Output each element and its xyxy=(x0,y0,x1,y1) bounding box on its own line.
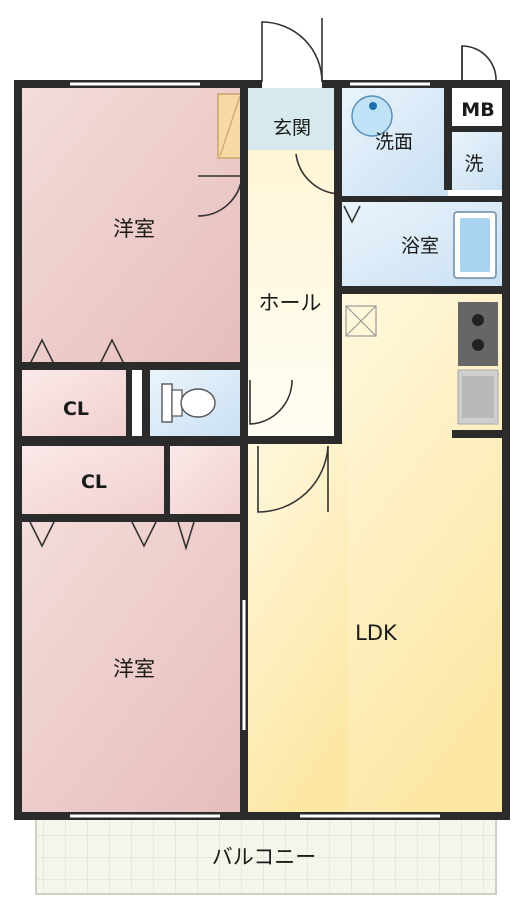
closet-bottom xyxy=(22,446,164,514)
closet-top-door-icon xyxy=(29,338,125,365)
bath-door-icon xyxy=(343,205,361,224)
hall xyxy=(248,150,338,440)
balcony-label: バルコニー xyxy=(212,845,317,869)
washroom-door-icon xyxy=(295,153,341,195)
closet-top-label: CL xyxy=(63,398,89,420)
stove-icon xyxy=(458,302,498,366)
toilet-bowl-icon xyxy=(180,388,216,418)
closet-bottom-door-icon xyxy=(29,521,157,548)
bathroom-label: 浴室 xyxy=(401,235,439,257)
storage-door-icon xyxy=(177,521,195,551)
western-room-top-label: 洋室 xyxy=(113,217,155,241)
washer-label: 洗 xyxy=(464,153,483,175)
washbasin-icon xyxy=(351,95,393,137)
closet-top xyxy=(22,370,130,436)
ldk-door-icon xyxy=(257,445,329,513)
entrance-door-icon xyxy=(261,21,323,83)
entrance xyxy=(248,88,338,150)
storage-small xyxy=(170,446,244,514)
western-room-bottom xyxy=(22,518,244,814)
balcony xyxy=(35,817,497,895)
hall-label: ホール xyxy=(259,291,322,315)
western-room-top xyxy=(22,88,244,366)
entrance-label: 玄関 xyxy=(273,117,311,139)
mb-door-icon xyxy=(461,45,497,83)
ldk-label: LDK xyxy=(355,621,398,645)
toilet-tank-icon xyxy=(161,383,173,423)
ventilation-icon xyxy=(345,305,377,337)
toilet-door-icon xyxy=(249,379,293,425)
washer-area xyxy=(448,132,504,190)
ldk-lower xyxy=(248,440,348,814)
meter-box-label: MB xyxy=(461,99,494,121)
western-room-bottom-label: 洋室 xyxy=(113,657,155,681)
washroom-label: 洗面 xyxy=(375,131,413,153)
closet-bottom-label: CL xyxy=(81,471,107,493)
